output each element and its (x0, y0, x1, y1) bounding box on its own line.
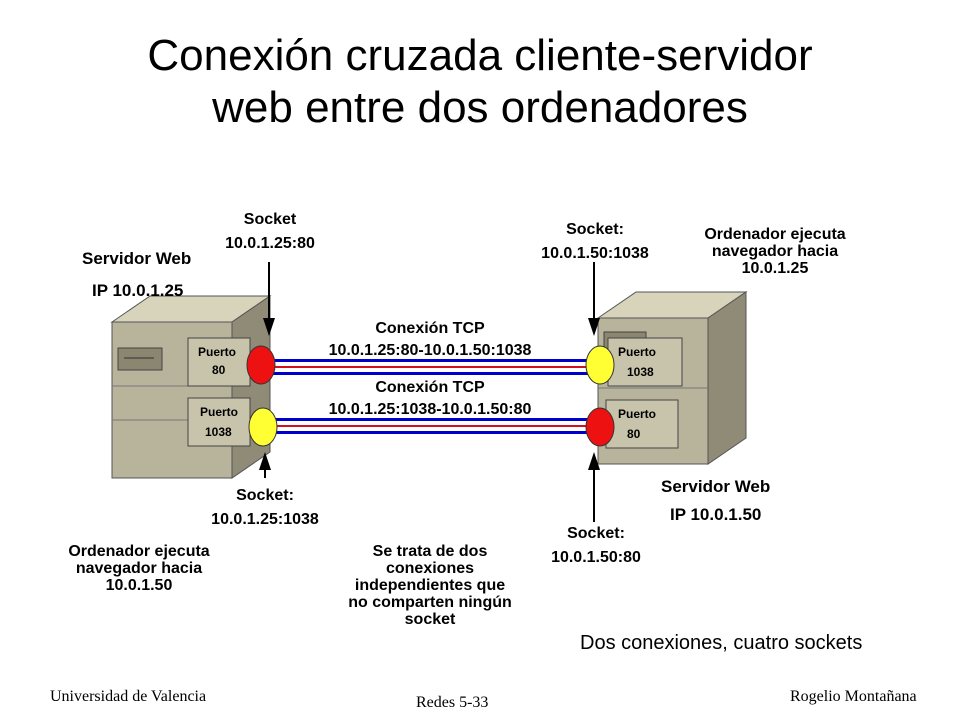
right-computer-tower: Puerto 1038 Puerto 80 (596, 291, 748, 465)
title-line-2: web entre dos ordenadores (212, 83, 748, 132)
right-port-bottom-number: 80 (627, 427, 641, 441)
left-port-top-label: Puerto (198, 345, 236, 359)
title-line-1: Conexión cruzada cliente-servidor (147, 31, 813, 80)
left-server-name: Servidor Web (82, 249, 192, 268)
arrow-left-bottom (259, 452, 271, 478)
connection-label-bottom: Conexión TCP 10.0.1.25:1038-10.0.1.50:80 (328, 379, 532, 418)
right-port-box-bottom (605, 399, 679, 449)
left-drive-bay (117, 347, 163, 371)
left-port-bottom-label: Puerto (200, 405, 238, 419)
left-server-port-socket (246, 345, 276, 385)
right-port-top-number: 1038 (627, 365, 654, 379)
footer-university: Universidad de Valencia (50, 688, 207, 705)
left-port-box-top (187, 337, 251, 387)
footer-slide-number: Redes 5-33 (416, 694, 489, 711)
arrow-right-bottom (588, 452, 600, 522)
note-right-browser: Ordenador ejecuta navegador hacia 10.0.1… (704, 226, 846, 277)
connection-label-top: Conexión TCP 10.0.1.25:80-10.0.1.50:1038 (328, 320, 532, 359)
left-port-box-bottom (187, 397, 251, 447)
left-port-bottom-number: 1038 (205, 425, 232, 439)
note-independent-connections: Se trata de dos conexiones independiente… (348, 543, 512, 628)
arrow-right-top (588, 262, 600, 336)
right-tower-side (707, 291, 747, 465)
tcp-connection-top (262, 359, 602, 375)
arrow-left-top (263, 262, 275, 336)
footer-author: Rogelio Montañana (790, 688, 917, 705)
socket-label-left-bottom: Socket: 10.0.1.25:1038 (211, 487, 319, 528)
right-server-ip: IP 10.0.1.50 (670, 505, 762, 524)
tcp-connection-bottom (262, 418, 602, 434)
right-server-port-socket (585, 407, 615, 447)
socket-label-right-top: Socket: 10.0.1.50:1038 (541, 221, 649, 262)
left-port-top-number: 80 (212, 363, 226, 377)
socket-label-right-bottom: Socket: 10.0.1.50:80 (551, 525, 641, 566)
right-server-name: Servidor Web (661, 477, 771, 496)
note-left-browser: Ordenador ejecuta navegador hacia 10.0.1… (68, 543, 210, 594)
right-port-top-label: Puerto (618, 345, 656, 359)
summary-text: Dos conexiones, cuatro sockets (580, 632, 863, 654)
left-server-ip: IP 10.0.1.25 (92, 281, 184, 300)
right-port-box-top (607, 337, 683, 387)
right-client-port-socket (585, 345, 615, 385)
socket-label-left-top: Socket 10.0.1.25:80 (225, 211, 315, 252)
page-title: Conexión cruzada cliente-servidor web en… (0, 30, 960, 134)
left-client-port-socket (248, 407, 278, 447)
left-computer-tower: Puerto 80 Puerto 1038 (110, 295, 272, 479)
right-port-bottom-label: Puerto (618, 407, 656, 421)
left-tower-side (231, 295, 271, 479)
